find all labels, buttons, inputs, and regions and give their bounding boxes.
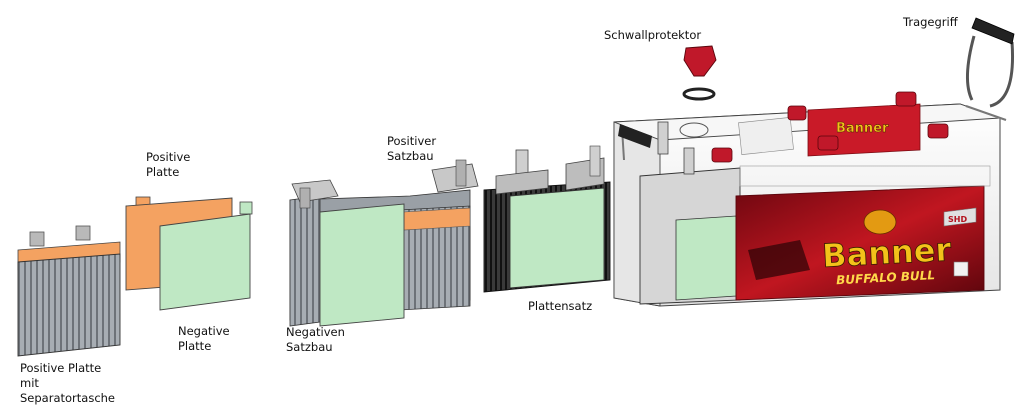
surge-protector — [682, 45, 717, 101]
vent-cap-icon — [927, 123, 949, 139]
plate-set — [483, 145, 611, 293]
label-negative-plate: Negative Platte — [178, 324, 230, 353]
bull-logo-icon — [863, 209, 897, 235]
label-plate-set: Plattensatz — [528, 299, 593, 313]
battery-badge-text: SHD — [948, 215, 967, 224]
top-label-brand-text: Banner — [836, 121, 889, 136]
carry-handle — [618, 17, 1015, 161]
label-handle: Tragegriff — [903, 15, 958, 29]
label-surge-protector: Schwallprotektor — [604, 28, 702, 42]
vent-cap-icon — [895, 91, 917, 107]
label-positive-plate-separator: Positive Platte mit Separatortasche — [20, 361, 116, 405]
battery-brand-text: Banner — [821, 230, 952, 275]
label-negative-group: Negativen Satzbau — [286, 325, 345, 354]
negative-plate-group — [289, 159, 479, 327]
label-positive-plate: Positive Platte — [146, 150, 191, 179]
vent-cap-icon — [711, 147, 733, 163]
battery-model-text: BUFFALO BULL — [836, 268, 935, 287]
label-positive-group: Positiver Satzbau — [387, 134, 437, 163]
vent-caps — [711, 91, 949, 163]
vent-cap-icon — [817, 135, 839, 151]
battery-case — [613, 103, 1001, 307]
negative-plate — [159, 201, 253, 311]
positive-plate-with-separator — [17, 225, 121, 357]
vent-cap-icon — [787, 105, 807, 121]
